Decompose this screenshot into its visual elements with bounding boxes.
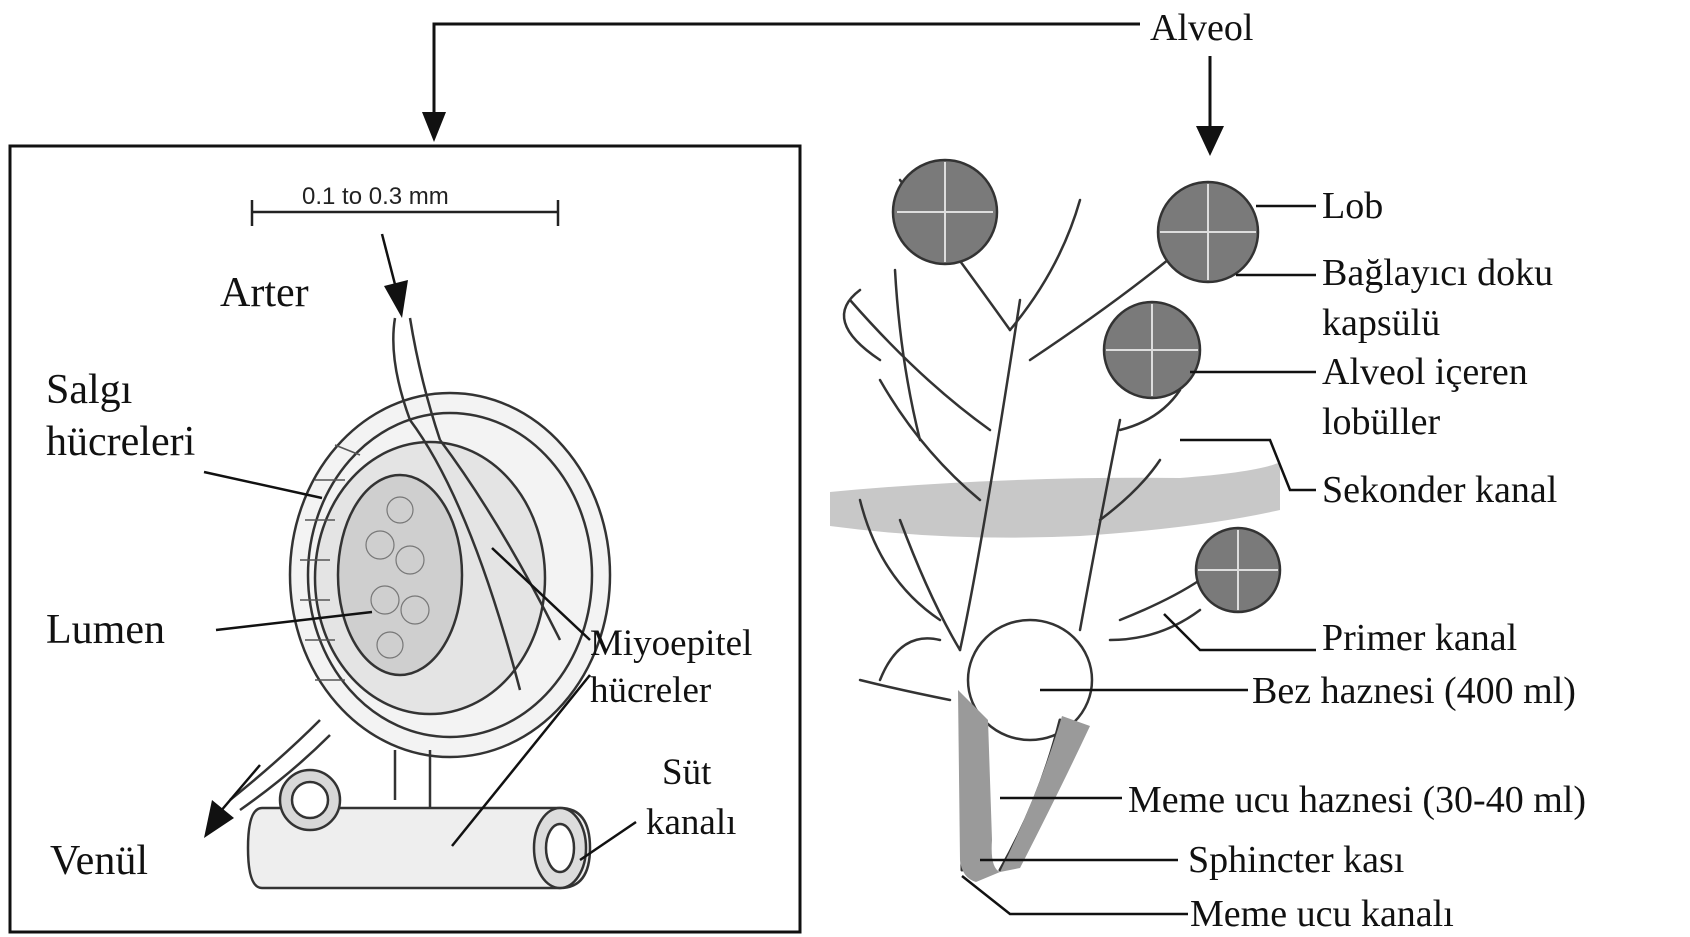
arter-arrowhead: [384, 280, 408, 318]
label-sut-line2: kanalı: [646, 802, 736, 843]
milk-duct-illustration: [248, 770, 590, 888]
label-miyo-line1: Miyoepitel: [590, 623, 752, 664]
label-primer: Primer kanal: [1322, 617, 1517, 659]
label-sekonder: Sekonder kanal: [1322, 469, 1557, 511]
label-miyo-line2: hücreler: [590, 670, 711, 711]
label-lob: Lob: [1322, 185, 1383, 227]
alveolus-illustration: [230, 318, 610, 810]
scale-bar-label: 0.1 to 0.3 mm: [302, 183, 449, 210]
label-venul: Venül: [50, 838, 148, 884]
venul-arrow: [220, 765, 260, 812]
label-salgi-line1: Salgı: [46, 367, 132, 413]
venul-arrowhead: [204, 800, 234, 838]
label-baglayici-line2: kapsülü: [1322, 302, 1440, 344]
label-alveol-iceren-line2: lobüller: [1322, 401, 1441, 443]
label-meme-kanali: Meme ucu kanalı: [1190, 893, 1454, 935]
label-sut-line1: Süt: [662, 752, 712, 793]
label-sphincter: Sphincter kası: [1188, 839, 1404, 881]
label-alveol-iceren-line1: Alveol içeren: [1322, 351, 1528, 393]
alveol-pointer-lines: [434, 24, 1210, 128]
label-bez: Bez haznesi (400 ml): [1252, 670, 1576, 712]
label-baglayici-line1: Bağlayıcı doku: [1322, 252, 1553, 294]
label-salgi-line2: hücreleri: [46, 419, 195, 465]
alveol-arrowheads: [422, 112, 1224, 156]
label-lumen: Lumen: [46, 607, 165, 653]
salgi-pointer: [204, 472, 322, 498]
label-arter: Arter: [220, 270, 309, 316]
lobules: [893, 160, 1280, 612]
alveol-title: Alveol: [1150, 7, 1253, 49]
label-meme-haznesi: Meme ucu haznesi (30-40 ml): [1128, 779, 1586, 821]
secondary-duct-band: [830, 462, 1280, 538]
